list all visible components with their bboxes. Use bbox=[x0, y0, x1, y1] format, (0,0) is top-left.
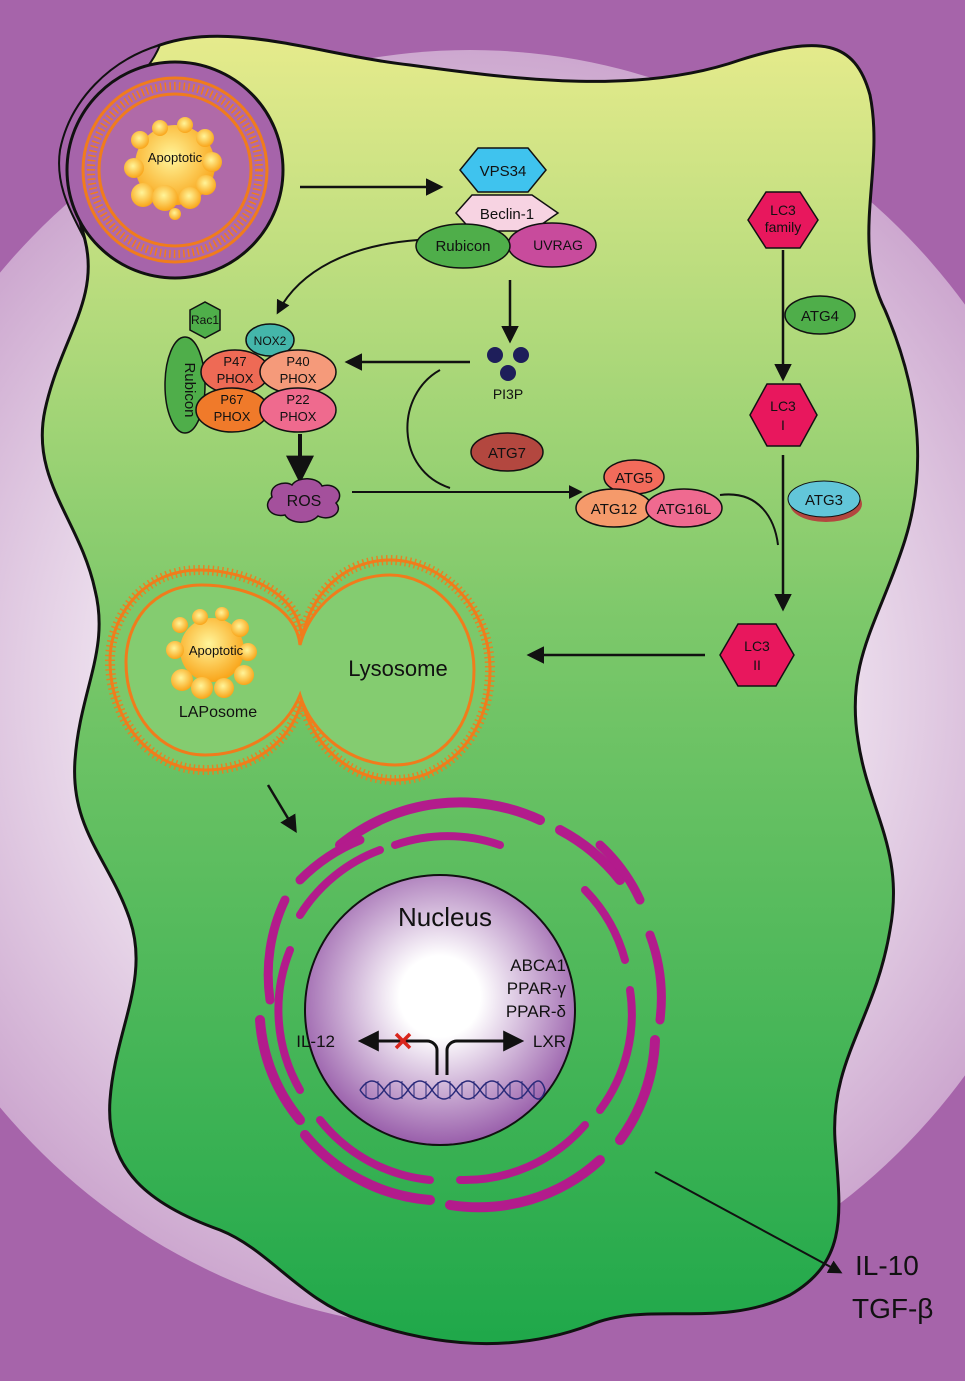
p22-label-b: PHOX bbox=[280, 409, 317, 424]
atg7-ellipse bbox=[470, 432, 544, 472]
arrow-secretion bbox=[654, 1171, 843, 1274]
rac1-label: Rac1 bbox=[191, 313, 219, 327]
p40-label-a: P40 bbox=[286, 354, 309, 369]
rac1-hexagon bbox=[189, 301, 221, 339]
curve-pi3p-to-atg bbox=[406, 369, 451, 489]
lc3-i-hexagon bbox=[749, 383, 818, 447]
laposome-lysosome: Apoptotic LAPosome Lysosome bbox=[104, 554, 496, 786]
ppar-gamma-label: PPAR-γ bbox=[507, 979, 567, 998]
apoptotic-body-top: Apoptotic bbox=[65, 60, 285, 280]
lc3-ii-hexagon bbox=[719, 623, 795, 687]
lxr-label: LXR bbox=[533, 1032, 566, 1051]
nucleus-label: Nucleus bbox=[398, 902, 492, 932]
apoptotic-label-top: Apoptotic bbox=[148, 150, 203, 165]
apoptotic-label-bottom: Apoptotic bbox=[189, 643, 244, 658]
atg16l-ellipse bbox=[645, 488, 723, 528]
tgfb-label: TGF-β bbox=[852, 1293, 933, 1324]
atg3-ellipse bbox=[787, 480, 861, 518]
ros-cloud: ROS bbox=[266, 478, 341, 523]
atg5-label: ATG5 bbox=[615, 470, 653, 487]
atg5-complex: ATG5 ATG12 ATG16L bbox=[575, 459, 723, 528]
nucleus: Nucleus ABCA1 PPAR-γ PPAR-δ LXR IL-12 bbox=[296, 874, 576, 1146]
block-x-icon bbox=[394, 1032, 412, 1050]
p67-label-b: PHOX bbox=[214, 409, 251, 424]
ppar-delta-label: PPAR-δ bbox=[506, 1002, 566, 1021]
atg12-label: ATG12 bbox=[591, 501, 637, 518]
pi3p: PI3P bbox=[487, 347, 529, 402]
vps34-label: VPS34 bbox=[480, 163, 527, 180]
rubicon-nox-ellipse bbox=[164, 336, 206, 434]
ros-label: ROS bbox=[287, 493, 322, 510]
arrow-to-lxr bbox=[445, 1030, 525, 1075]
dna-helix-icon bbox=[359, 1080, 546, 1100]
il12-label: IL-12 bbox=[296, 1032, 335, 1051]
lc3-family-label-b: family bbox=[765, 219, 802, 235]
atg3-label: ATG3 bbox=[805, 492, 843, 509]
arrow-lysosome-to-nucleus bbox=[266, 784, 297, 834]
pi3p-label: PI3P bbox=[493, 386, 523, 402]
rubicon-complex-label: Rubicon bbox=[435, 238, 490, 255]
p47-label-b: PHOX bbox=[217, 371, 254, 386]
lc3-family-hexagon bbox=[747, 191, 819, 249]
lysosome-label: Lysosome bbox=[348, 656, 447, 681]
vps34-hexagon bbox=[459, 147, 547, 193]
atg4-ellipse bbox=[784, 295, 856, 335]
uvrag-label: UVRAG bbox=[533, 237, 583, 253]
abca1-label: ABCA1 bbox=[510, 956, 566, 975]
lc3-i-label-b: I bbox=[781, 417, 785, 433]
rubicon-complex-ellipse bbox=[415, 223, 511, 269]
lc3-i-label-a: LC3 bbox=[770, 398, 796, 414]
arrow-complex-to-nox bbox=[276, 239, 419, 315]
p47-label-a: P47 bbox=[223, 354, 246, 369]
lc3-ii-label-b: II bbox=[753, 657, 761, 673]
lc3-pathway: LC3 family ATG4 LC3 I ATG3 LC3 II bbox=[719, 191, 862, 687]
laposome-label: LAPosome bbox=[179, 704, 257, 721]
nox2-label: NOX2 bbox=[254, 334, 287, 348]
beclin1-label: Beclin-1 bbox=[480, 206, 534, 223]
lc3-family-label-a: LC3 bbox=[770, 202, 796, 218]
p40-label-b: PHOX bbox=[280, 371, 317, 386]
nox2-ellipse bbox=[245, 323, 295, 357]
il10-label: IL-10 bbox=[855, 1250, 919, 1281]
vps34-complex: VPS34 Beclin-1 UVRAG Rubicon bbox=[415, 147, 597, 269]
p22-ellipse bbox=[259, 387, 337, 433]
p67-label-a: P67 bbox=[220, 392, 243, 407]
endoplasmic-reticulum bbox=[255, 797, 666, 1213]
rubicon-nox-label: Rubicon bbox=[181, 362, 198, 417]
atg4-label: ATG4 bbox=[801, 308, 839, 325]
curve-atg-to-lc3 bbox=[719, 493, 779, 546]
atg16l-label: ATG16L bbox=[657, 501, 712, 518]
p22-label-a: P22 bbox=[286, 392, 309, 407]
nox2-complex: Rubicon Rac1 NOX2 P47 PHOX P40 PHOX P67 … bbox=[164, 301, 337, 434]
atg7-label: ATG7 bbox=[488, 445, 526, 462]
lc3-ii-label-a: LC3 bbox=[744, 638, 770, 654]
arrow-to-il12 bbox=[357, 1030, 439, 1075]
